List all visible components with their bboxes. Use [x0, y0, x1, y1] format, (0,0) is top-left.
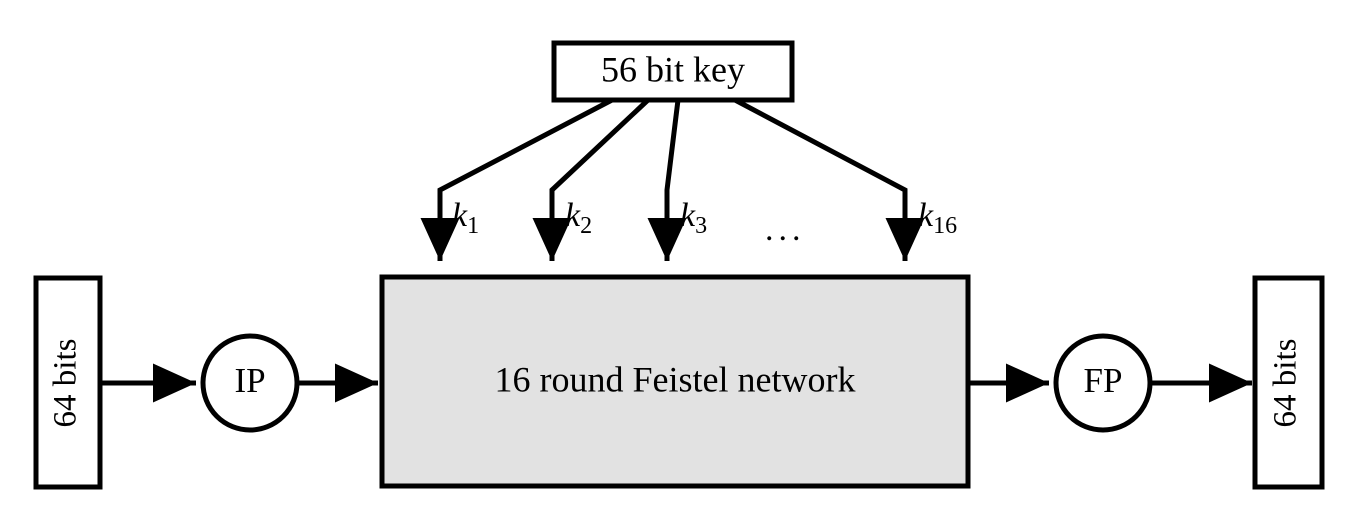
round-key-line-2	[532, 98, 650, 261]
round-key-line-16	[733, 97, 925, 261]
round-key-label-2: k2	[565, 197, 592, 239]
key-box[interactable]	[551, 40, 795, 103]
fp-node-label: FP	[1084, 361, 1123, 400]
input-block-label: 64 bits	[48, 339, 84, 428]
output-block-label: 64 bits	[1268, 339, 1304, 428]
round-key-label-3: k3	[680, 197, 707, 239]
round-key-sub-16: 16	[933, 213, 957, 239]
feistel-block[interactable]	[379, 274, 971, 489]
round-key-sub-2: 2	[580, 213, 592, 239]
ellipsis-label: ...	[765, 211, 806, 248]
round-key-label-1: k1	[452, 197, 479, 239]
ip-node-group[interactable]: IP	[200, 333, 300, 433]
output-block[interactable]	[1252, 275, 1325, 490]
output-block-group[interactable]: 64 bits	[1252, 275, 1325, 490]
round-key-label-16: k16	[918, 197, 957, 239]
ip-node-label: IP	[234, 361, 265, 400]
round-key-base-16: k	[918, 197, 934, 234]
input-block-group[interactable]: 64 bits	[33, 275, 103, 490]
feistel-block-label: 16 round Feistel network	[495, 359, 856, 399]
round-key-base-3: k	[680, 197, 696, 234]
round-key-sub-3: 3	[695, 213, 707, 239]
key-box-label: 56 bit key	[601, 49, 745, 89]
key-box-group[interactable]: 56 bit key	[551, 40, 795, 103]
round-key-line-1	[420, 97, 614, 261]
round-key-line-3	[647, 99, 687, 261]
fp-node-group[interactable]: FP	[1053, 333, 1153, 433]
round-key-base-2: k	[565, 197, 581, 234]
round-key-base-1: k	[452, 197, 468, 234]
round-key-sub-1: 1	[467, 213, 479, 239]
round-key-labels: k1 k2 k3 k16 ...	[452, 197, 957, 248]
feistel-block-group[interactable]: 16 round Feistel network	[379, 274, 971, 489]
round-key-connectors	[420, 97, 925, 261]
